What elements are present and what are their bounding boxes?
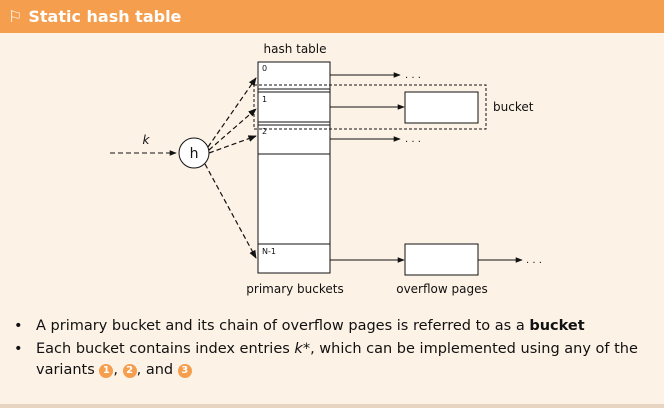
slot-label: 2 <box>262 127 267 136</box>
hash-arrow-slot2 <box>208 135 257 154</box>
flag-icon: ⚐ <box>8 7 23 26</box>
bucket-overflow-page <box>404 91 479 124</box>
bullet-text-part: , <box>113 362 123 378</box>
slide-header: ⚐ Static hash table <box>0 0 664 33</box>
hash-table-label: hash table <box>263 42 326 56</box>
slot0-ellipsis: . . . <box>405 70 421 81</box>
slide-title: Static hash table <box>28 7 182 26</box>
hash-arrow-slot1 <box>208 108 257 151</box>
slot-label: N-1 <box>262 247 276 256</box>
hash-table-diagram: hash table 0 1 2 N-1 bucket . . . . . . … <box>110 42 542 296</box>
bullet-item: • A primary bucket and its chain of over… <box>14 316 654 337</box>
overflow-page <box>404 243 479 276</box>
key-label: k <box>143 133 151 147</box>
bullet-text-part: , and <box>136 362 178 378</box>
bucket-outline <box>253 84 487 130</box>
primary-buckets-column <box>257 61 331 274</box>
hash-function-label: h <box>190 146 199 162</box>
bullet-text-part: *, which can be implemented using any of… <box>36 341 638 378</box>
bullet-list: • A primary bucket and its chain of over… <box>14 316 654 383</box>
variant-badge-2: 2 <box>122 364 137 378</box>
slot-label: 0 <box>262 64 267 73</box>
bullet-text: A primary bucket and its chain of overfl… <box>36 316 585 337</box>
bullet-bold-term: bucket <box>529 318 585 334</box>
variant-badge-1: 1 <box>99 364 114 378</box>
bullet-dot: • <box>14 318 23 334</box>
overflow-ellipsis: . . . <box>526 255 542 266</box>
bullet-text-part: Each bucket contains index entries <box>36 341 295 357</box>
hash-arrow-slot0 <box>207 77 257 148</box>
bullet-text: Each bucket contains index entries k*, w… <box>36 339 654 381</box>
primary-buckets-label: primary buckets <box>246 282 343 296</box>
bullet-dot: • <box>14 341 23 357</box>
variant-badge-3: 3 <box>177 364 192 378</box>
slot2-ellipsis: . . . <box>405 134 421 145</box>
overflow-pages-label: overflow pages <box>396 282 488 296</box>
bullet-item: • Each bucket contains index entries k*,… <box>14 339 654 381</box>
bullet-key-term: k <box>294 341 303 357</box>
bucket-label: bucket <box>493 100 534 114</box>
slot-label: 1 <box>262 95 267 104</box>
bullet-text-part: A primary bucket and its chain of overfl… <box>36 318 530 334</box>
bottom-rule <box>0 404 664 408</box>
hash-arrow-slotN <box>204 163 257 259</box>
